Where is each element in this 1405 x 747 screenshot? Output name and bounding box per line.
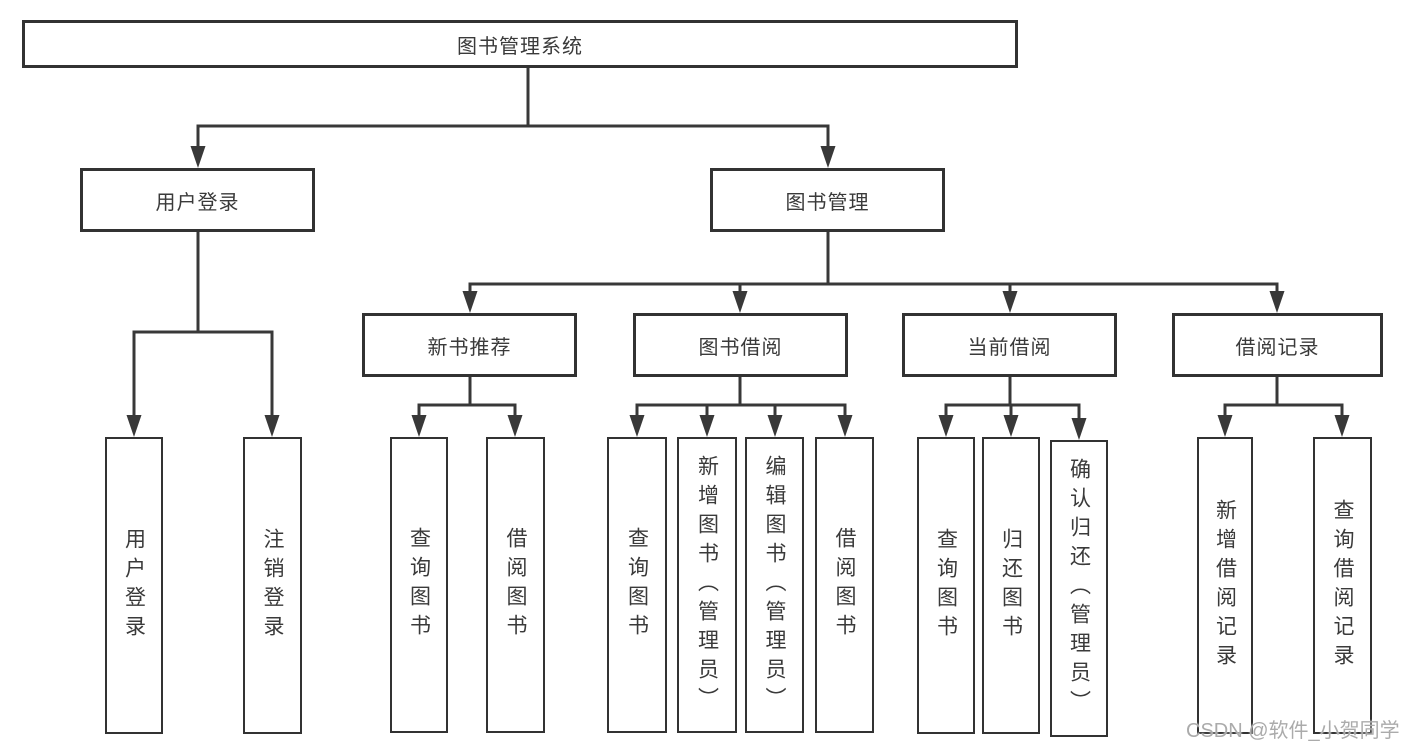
leaf-borrow-books-recommend: 借阅图书	[486, 437, 545, 733]
leaf-query-books-current: 查询图书	[917, 437, 975, 734]
leaf-return-books: 归还图书	[982, 437, 1040, 734]
arrowhead-borrowing	[732, 291, 748, 313]
leaf-add-books-admin: 新增图书（管理员）	[677, 437, 737, 733]
leaf-query-books-borrowing: 查询图书	[607, 437, 667, 733]
leaf-borrow-books: 借阅图书	[815, 437, 874, 733]
arrowhead-nb-leaf2	[507, 415, 523, 437]
arrowhead-leaf-login	[126, 415, 142, 437]
arrowhead-nb-leaf1	[411, 415, 427, 437]
arrowhead-bb-leaf1	[629, 415, 645, 437]
node-borrowing-records: 借阅记录	[1172, 313, 1383, 377]
leaf-edit-books-admin: 编辑图书（管理员）	[745, 437, 804, 733]
leaf-user-login: 用户登录	[105, 437, 163, 734]
leaf-logout: 注销登录	[243, 437, 302, 734]
arrowhead-br-leaf1	[1217, 415, 1233, 437]
leaf-add-borrow-record: 新增借阅记录	[1197, 437, 1253, 734]
node-book-management: 图书管理	[710, 168, 945, 232]
arrowhead-leaf-logout	[264, 415, 280, 437]
node-user-login: 用户登录	[80, 168, 315, 232]
csdn-watermark: CSDN @软件_小贺同学	[1186, 720, 1400, 742]
arrowhead-records	[1269, 291, 1285, 313]
arrowhead-current	[1002, 291, 1018, 313]
node-book-borrowing: 图书借阅	[633, 313, 848, 377]
arrowhead-book-mgmt	[820, 146, 836, 168]
arrowhead-bb-leaf3	[767, 415, 783, 437]
arrowhead-new-book	[462, 291, 478, 313]
arrowhead-cb-leaf2	[1003, 415, 1019, 437]
arrowhead-cb-leaf3	[1071, 418, 1087, 440]
arrowhead-bb-leaf4	[837, 415, 853, 437]
node-current-borrowing: 当前借阅	[902, 313, 1117, 377]
leaf-confirm-return-admin: 确认归还（管理员）	[1050, 440, 1108, 737]
leaf-query-borrow-record: 查询借阅记录	[1313, 437, 1372, 734]
node-root-system: 图书管理系统	[22, 20, 1018, 68]
leaf-query-books-recommend: 查询图书	[390, 437, 448, 733]
arrowhead-cb-leaf1	[938, 415, 954, 437]
arrowhead-br-leaf2	[1334, 415, 1350, 437]
arrowhead-user-login	[190, 146, 206, 168]
arrowhead-bb-leaf2	[699, 415, 715, 437]
node-new-book-recommend: 新书推荐	[362, 313, 577, 377]
